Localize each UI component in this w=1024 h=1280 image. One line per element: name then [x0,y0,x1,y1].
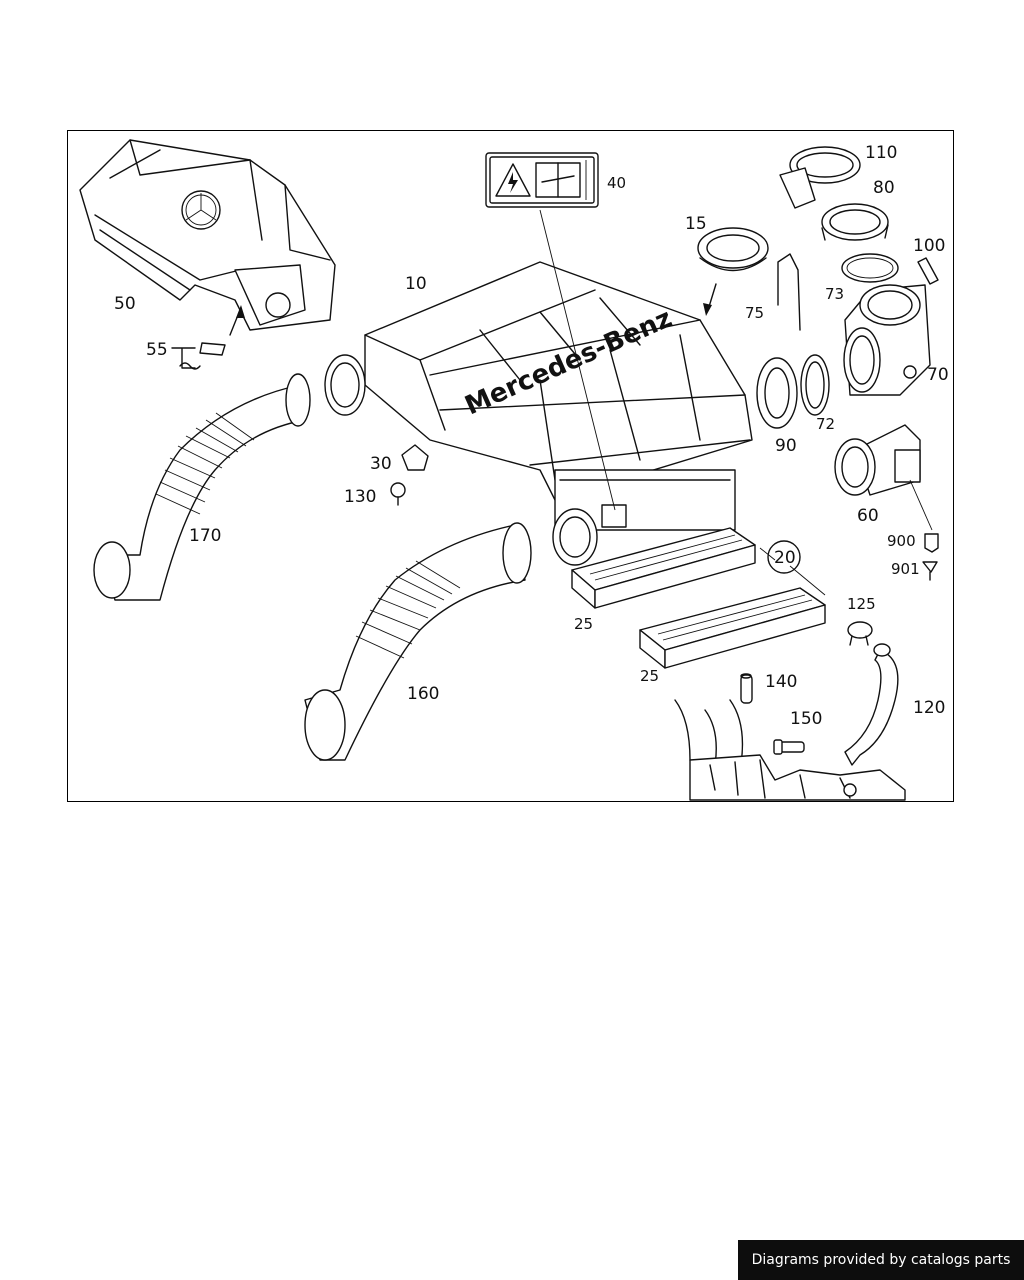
filter-element-a [571,527,756,609]
air-filter-housing: Mercedes-Benz [324,261,753,566]
label-part-73: 73 [825,285,844,303]
label-part-140: 140 [765,672,797,692]
label-part-15: 15 [685,214,707,234]
hose-clamp-125 [847,621,873,646]
label-part-900: 900 [887,532,916,550]
label-part-125: 125 [847,595,876,613]
filter-element-b [639,587,826,669]
connector-900 [924,533,939,553]
ring-80 [821,203,889,241]
label-part-25b: 25 [640,667,659,685]
label-part-20: 20 [774,548,796,568]
engine-cover [79,139,336,331]
o-ring-73 [841,253,899,283]
wire-75 [777,253,801,331]
label-part-30: 30 [370,454,392,474]
label-part-80: 80 [873,178,895,198]
label-part-40: 40 [607,174,626,192]
label-part-150: 150 [790,709,822,729]
label-part-72: 72 [816,415,835,433]
clip-100 [917,257,939,285]
label-part-55: 55 [146,340,168,360]
high-voltage-warning-icon-bolt [508,172,518,193]
label-part-75: 75 [745,304,764,322]
callout-20-circle [767,540,801,574]
intake-hose-170 [93,373,311,601]
bracket-30 [401,444,429,471]
label-part-170: 170 [189,526,221,546]
credit-banner: Diagrams provided by catalogs parts [738,1240,1024,1280]
plug-901 [922,561,938,573]
manual-wrench-icon [535,162,581,198]
ring-72 [800,354,830,416]
engine-block-fragment [674,699,906,801]
label-part-901: 901 [891,560,920,578]
label-part-50: 50 [114,294,136,314]
label-part-60: 60 [857,506,879,526]
intake-hose-160 [304,522,532,761]
bolt-150 [773,739,805,755]
label-part-25a: 25 [574,615,593,633]
clip-55 [171,342,226,370]
sleeve-140 [740,673,753,704]
label-part-10: 10 [405,274,427,294]
seal-ring-15 [697,227,769,272]
throttle-body [843,284,931,396]
ring-90 [756,357,798,429]
label-part-120: 120 [913,698,945,718]
diagram-frame [67,130,954,802]
breather-hose-120 [844,649,899,766]
label-part-110: 110 [865,143,897,163]
label-part-130: 130 [344,487,376,507]
screw-130 [390,482,406,506]
clamp-110 [779,146,861,209]
label-part-90: 90 [775,436,797,456]
label-part-70: 70 [927,365,949,385]
warning-label [485,152,599,208]
label-part-100: 100 [913,236,945,256]
label-part-160: 160 [407,684,439,704]
air-mass-sensor [834,424,921,496]
